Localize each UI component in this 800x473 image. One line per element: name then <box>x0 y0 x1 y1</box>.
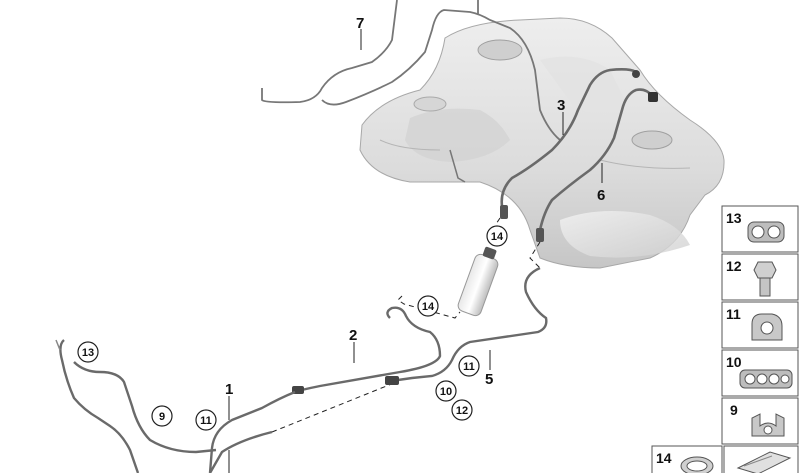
legend-item-9: 9 <box>721 397 799 445</box>
multi-clip-icon <box>739 369 793 389</box>
callout-14-mid: 14 <box>422 301 435 313</box>
connector-6-bottom <box>536 228 544 242</box>
legend-item-13: 13 <box>721 205 799 253</box>
callout-11-left: 11 <box>200 415 212 427</box>
dashed-leaders <box>271 217 541 433</box>
callout-14-filter: 14 <box>491 231 504 243</box>
legend-item-10: 10 <box>721 349 799 397</box>
legend-label-13: 13 <box>726 210 742 226</box>
fuel-line-6 <box>538 88 654 231</box>
callout-11-right: 11 <box>463 361 475 373</box>
fuel-filter <box>457 246 499 317</box>
hose-clamp-icon <box>680 456 714 473</box>
legend-item-11: 11 <box>721 301 799 349</box>
connector-3-bottom <box>500 205 508 219</box>
legend-label-9: 9 <box>730 402 738 418</box>
fuel-line-7b <box>321 9 561 141</box>
fuel-line-left-c <box>55 339 61 351</box>
legend-item-14: 14 <box>651 445 723 473</box>
fuel-line-1b <box>208 430 273 473</box>
callout-13: 13 <box>82 347 94 359</box>
gasket-plate-icon <box>736 451 792 473</box>
retaining-clip-icon <box>751 413 785 437</box>
single-clip-icon <box>751 313 783 341</box>
callout-7: 7 <box>356 15 364 32</box>
legend-label-11: 11 <box>726 306 741 322</box>
fuel-line-1 <box>208 390 296 473</box>
callout-2: 2 <box>349 327 357 344</box>
fuel-line-5 <box>397 266 548 382</box>
legend-label-10: 10 <box>726 354 742 370</box>
connector-3-top <box>632 70 640 78</box>
legend-item-gasket <box>723 445 799 473</box>
fuel-tank <box>359 17 725 269</box>
callout-1: 1 <box>225 381 233 398</box>
fuel-line-7 <box>261 0 398 104</box>
leader-lines <box>228 29 603 473</box>
connector-6-top <box>648 92 658 102</box>
fuel-line-3 <box>500 68 637 219</box>
fuel-line-2 <box>294 306 442 394</box>
callout-5: 5 <box>485 371 493 388</box>
callout-10: 10 <box>440 386 452 398</box>
callout-3: 3 <box>557 97 565 114</box>
legend-label-12: 12 <box>726 258 742 274</box>
callout-9: 9 <box>159 411 165 423</box>
fuel-line-left <box>59 339 140 473</box>
legend-item-12: 12 <box>721 253 799 301</box>
connector-5 <box>385 376 399 385</box>
circled-callouts: 14 14 13 9 11 11 10 12 <box>77 225 508 431</box>
tank-strap-line <box>449 149 466 183</box>
hex-bolt-icon <box>753 261 777 297</box>
fuel-line-left-b <box>73 361 217 454</box>
callout-6: 6 <box>597 187 605 204</box>
parts-legend: 13 12 11 10 <box>651 205 799 473</box>
legend-label-14: 14 <box>656 450 672 466</box>
callout-12: 12 <box>456 405 468 417</box>
double-clip-icon <box>747 221 785 243</box>
